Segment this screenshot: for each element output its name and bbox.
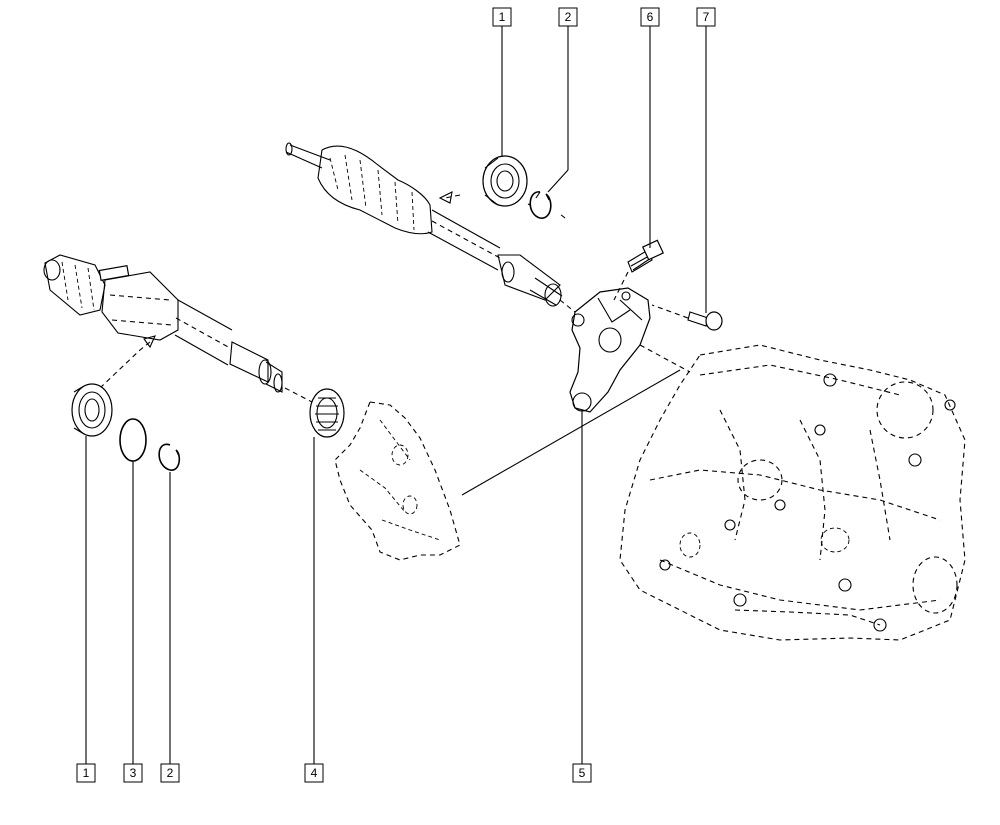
callout-label: 1 xyxy=(499,10,506,24)
bolt-6 xyxy=(613,239,665,301)
callout-label: 3 xyxy=(130,766,137,780)
callout-7-top: 7 xyxy=(696,7,716,27)
bearing-lower xyxy=(71,383,113,437)
callout-1-top: 1 xyxy=(492,7,512,27)
callout-label: 5 xyxy=(579,766,586,780)
callout-label: 2 xyxy=(167,766,174,780)
tone-ring xyxy=(309,388,345,438)
callout-6-top: 6 xyxy=(640,7,660,27)
lower-driveshaft xyxy=(43,254,283,393)
bearing-bracket xyxy=(569,287,651,413)
bearing-upper xyxy=(482,155,528,207)
callout-1-bottom: 1 xyxy=(76,763,96,783)
callout-leaders xyxy=(85,26,707,764)
callout-label: 6 xyxy=(647,10,654,24)
gearbox xyxy=(619,344,966,641)
callout-label: 7 xyxy=(703,10,710,24)
callout-label: 1 xyxy=(83,766,90,780)
upper-driveshaft xyxy=(285,142,563,307)
callout-5-bottom: 5 xyxy=(572,763,592,783)
hub-carrier xyxy=(334,401,461,561)
callout-label: 2 xyxy=(565,10,572,24)
callout-label: 4 xyxy=(311,766,318,780)
callout-4-bottom: 4 xyxy=(304,763,324,783)
bolt-7 xyxy=(651,304,723,331)
o-ring xyxy=(119,418,147,462)
circlip-lower xyxy=(158,443,181,471)
callout-3-bottom: 3 xyxy=(123,763,143,783)
circlip-upper xyxy=(529,191,552,219)
callout-2-bottom: 2 xyxy=(160,763,180,783)
callout-2-top: 2 xyxy=(558,7,578,27)
